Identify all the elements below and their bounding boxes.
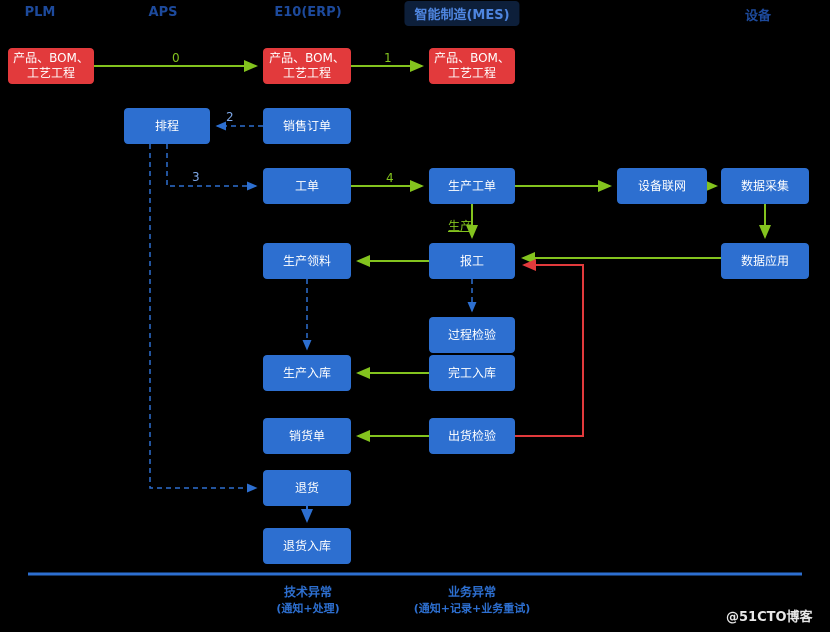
node-production-order: 生产工单 [429,168,515,204]
watermark-51cto: @51CTO博客 [726,610,813,625]
column-header-plm: PLM [24,5,56,20]
edge-label-step3: 3 [192,170,200,184]
edge-label-step0: 0 [172,51,180,65]
footer-tech-exception-title: 技术异常 [283,585,333,599]
node-device-connect: 设备联网 [617,168,707,204]
column-header-mes: 智能制造(MES) [404,1,520,26]
edge-label-step4: 4 [386,171,394,185]
edge-label-produce: 生产 [448,219,473,233]
node-ship-check: 出货检验 [429,418,515,454]
node-process-check: 过程检验 [429,317,515,353]
footer-biz-exception-sub: (通知+记录+业务重试) [413,602,531,615]
edge-label-step1: 1 [384,51,392,65]
node-finish-instock: 完工入库 [429,355,515,391]
node-data-apply: 数据应用 [721,243,809,279]
node-data-collect: 数据采集 [721,168,809,204]
node-erp-product-bom: 产品、BOM、工艺工程 [263,48,351,84]
node-mes-product-bom: 产品、BOM、工艺工程 [429,48,515,84]
footer-tech-exception-sub: (通知+处理) [276,602,340,615]
node-aps-schedule: 排程 [124,108,210,144]
column-header-device: 设备 [744,9,772,24]
node-sales-return: 退货 [263,470,351,506]
column-header-aps: APS [148,5,178,20]
node-return-instock: 退货入库 [263,528,351,564]
node-plm-product-bom: 产品、BOM、工艺工程 [8,48,94,84]
column-header-erp: E10(ERP) [274,5,342,20]
node-material-pick: 生产领料 [263,243,351,279]
node-sales-order: 销售订单 [263,108,351,144]
node-production-instock: 生产入库 [263,355,351,391]
node-work-report: 报工 [429,243,515,279]
node-work-order: 工单 [263,168,351,204]
edge-label-step2: 2 [226,110,234,124]
footer-biz-exception-title: 业务异常 [447,585,497,599]
node-sales-ship: 销货单 [263,418,351,454]
